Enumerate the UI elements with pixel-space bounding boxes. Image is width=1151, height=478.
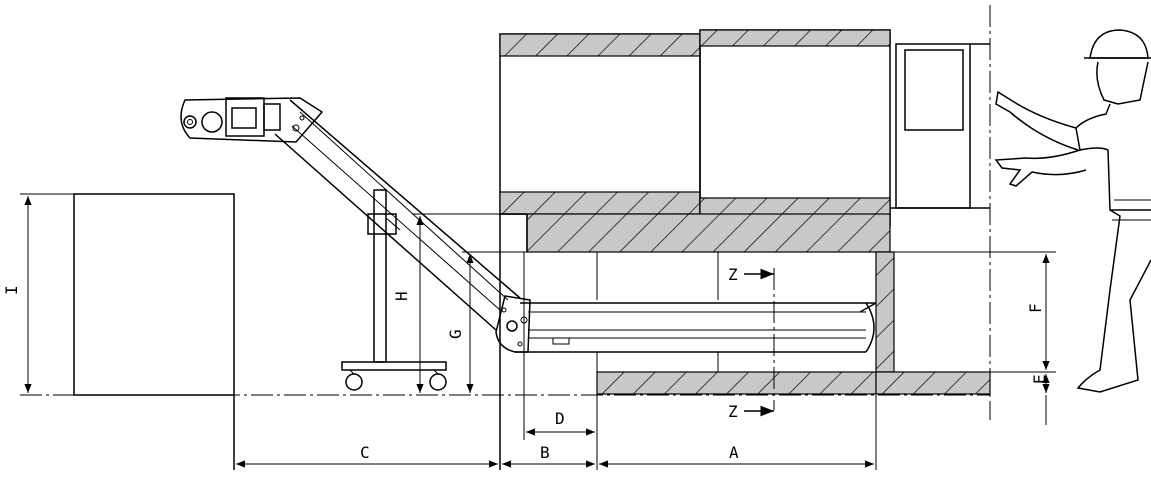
dimension-label-D: D: [555, 409, 565, 428]
control-panel-screen: [904, 49, 964, 131]
machine-left-top-hatch: [499, 33, 701, 57]
support-stand: [341, 189, 447, 391]
dimension-C: C: [236, 443, 498, 468]
dimension-I: I: [2, 193, 74, 393]
floor-right-hatch: [875, 371, 991, 395]
conveyor-horizontal-section: [495, 295, 877, 353]
drive-motor-unit: [180, 97, 324, 143]
pit-right-wall: [875, 251, 895, 373]
dimension-B: B: [502, 443, 595, 468]
dimension-label-I: I: [2, 285, 21, 295]
machine-left-column: [499, 33, 701, 215]
machine-left-bottom-hatch: [499, 191, 701, 215]
dimension-label-F: F: [1026, 303, 1045, 313]
section-label-top: Z: [728, 265, 738, 284]
dimension-label-G: G: [446, 329, 465, 339]
dimension-E: E: [990, 371, 1056, 425]
dimension-label-B: B: [540, 443, 550, 462]
machine-tool: [499, 29, 991, 395]
dimension-H: H: [392, 213, 500, 393]
machine-right-top-hatch: [699, 29, 891, 47]
chip-conveyor: [180, 97, 877, 391]
dimension-F: F: [894, 251, 1056, 370]
operator-figure: [994, 29, 1151, 393]
dimension-A: A: [596, 395, 877, 470]
chip-bin: [73, 193, 235, 470]
machine-right-column: [699, 29, 891, 227]
dimension-label-C: C: [360, 443, 370, 462]
section-label-bottom: Z: [728, 402, 738, 421]
machine-base-hatch: [526, 213, 891, 253]
dimension-label-E: E: [1030, 374, 1049, 384]
dimension-label-A: A: [729, 443, 739, 462]
dimension-G: G: [446, 251, 527, 393]
pit-floor-hatch: [596, 371, 877, 395]
control-panel: [895, 43, 971, 209]
dimension-label-H: H: [392, 291, 411, 301]
dimension-D: D: [523, 252, 595, 440]
